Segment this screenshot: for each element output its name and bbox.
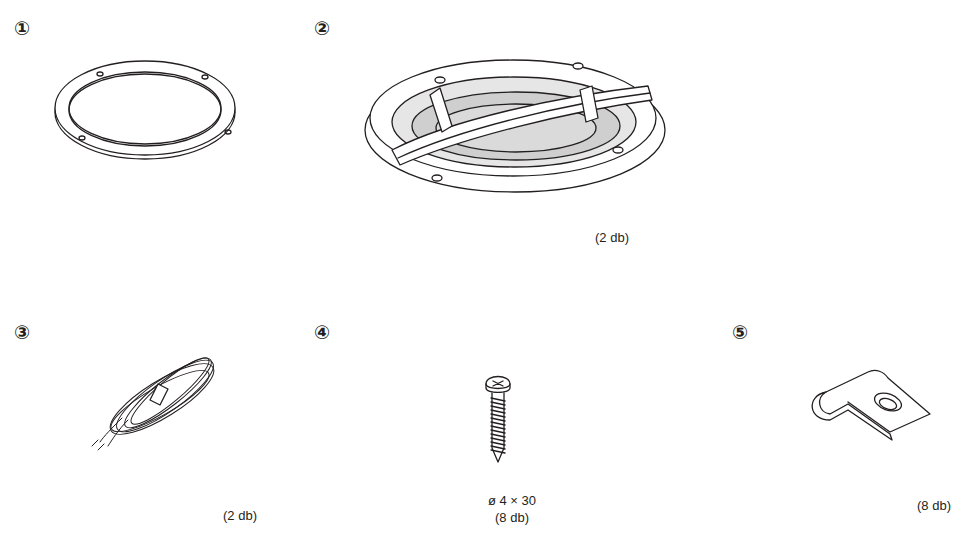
callout-number: ② xyxy=(314,17,330,40)
callout-number: ④ xyxy=(314,321,330,344)
screw xyxy=(486,377,510,463)
cable-coil xyxy=(92,350,222,450)
callout-number: ③ xyxy=(14,321,30,344)
ring-gasket xyxy=(55,61,235,159)
quantity-label: (2 db) xyxy=(223,508,257,524)
callout-number: ① xyxy=(14,17,30,40)
clip-nut xyxy=(812,370,930,440)
speaker-grille xyxy=(365,60,665,192)
quantity-label: (8 db) xyxy=(917,498,951,514)
quantity-label: ø 4 × 30 xyxy=(488,493,536,509)
quantity-label: (2 db) xyxy=(595,230,629,246)
quantity-label: (8 db) xyxy=(495,510,529,526)
callout-number: ⑤ xyxy=(732,321,748,344)
